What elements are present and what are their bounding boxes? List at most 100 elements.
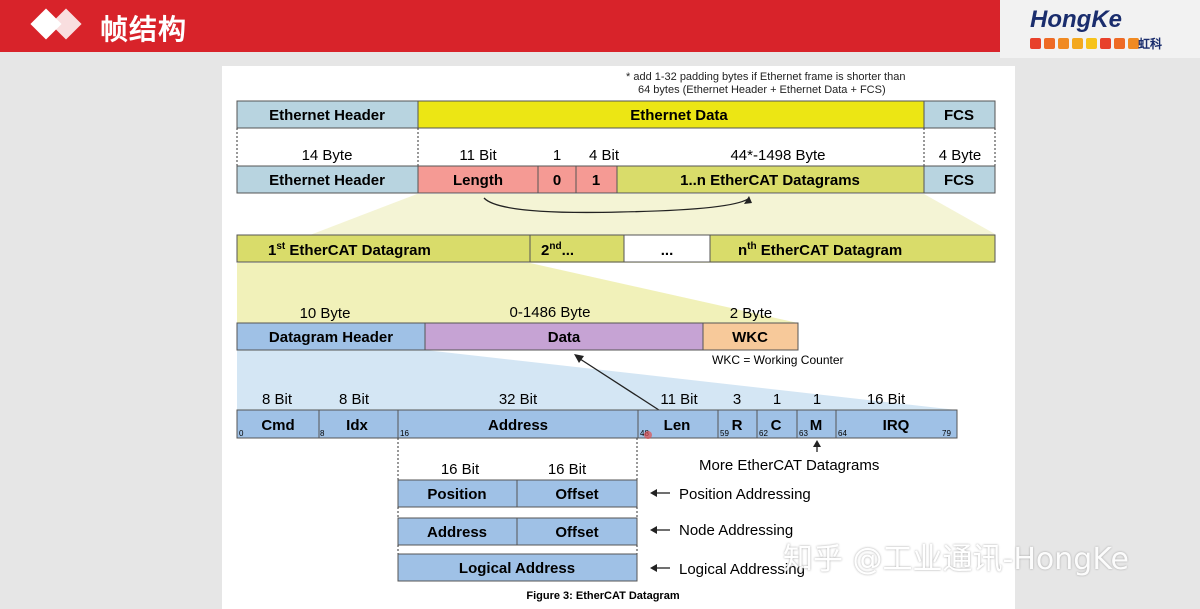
length-arrowhead xyxy=(744,196,752,204)
logical-addressing-label: Logical Addressing xyxy=(679,561,805,578)
position-addressing-arrowhead xyxy=(650,489,657,497)
datagram-header-box xyxy=(236,322,426,351)
position-field xyxy=(397,479,518,508)
figure-caption: Figure 3: EtherCAT Datagram xyxy=(526,590,679,602)
more-datagrams-arrowhead xyxy=(813,440,821,447)
node-address-label: Address xyxy=(427,524,487,541)
zhihu-watermark: 知乎 @工业通讯-HongKe xyxy=(783,542,1129,577)
wkc-label: WKC xyxy=(732,329,768,346)
cmd-field xyxy=(236,409,320,439)
bit-offset: 16 xyxy=(400,429,409,438)
size-label: 1 xyxy=(553,147,561,164)
size-label: 32 Bit xyxy=(499,391,538,408)
size-label: 11 Bit xyxy=(459,147,497,164)
eth-data-box xyxy=(417,100,925,129)
bit-offset: 0 xyxy=(239,429,244,438)
cmd-label: Cmd xyxy=(261,417,294,434)
size-label: 1 xyxy=(813,391,821,408)
size-label: 8 Bit xyxy=(339,391,370,408)
logical-address-label: Logical Address xyxy=(459,560,575,577)
size-label: 4 Byte xyxy=(939,147,982,164)
length-arrow xyxy=(483,197,749,214)
node-address-field xyxy=(397,517,518,546)
size-label: 11 Bit xyxy=(660,391,698,408)
fcs-box xyxy=(923,100,996,129)
size-label: 4 Bit xyxy=(589,147,620,164)
c-label: C xyxy=(771,417,782,434)
length-label: Length xyxy=(453,172,503,189)
eth-header-box-2 xyxy=(236,165,419,194)
node-addressing-arrowhead xyxy=(650,526,657,534)
bit-offset: 62 xyxy=(759,429,768,438)
fcs-box-2 xyxy=(923,165,996,194)
logo-text: HongKe xyxy=(1030,6,1122,33)
fcs-label-2: FCS xyxy=(944,172,974,189)
wkc-note: WKC = Working Counter xyxy=(712,353,844,367)
len-to-data-arrowhead xyxy=(574,354,584,363)
data-box xyxy=(424,322,704,351)
m-field xyxy=(796,409,837,439)
logo-dot xyxy=(1086,38,1097,49)
irq-field xyxy=(835,409,958,439)
first-datagram-label: 1st EtherCAT Datagram xyxy=(268,241,431,259)
position-offset-label: Offset xyxy=(555,486,598,503)
ellipsis-box xyxy=(623,234,711,263)
address-label: Address xyxy=(488,417,548,434)
bit-offset: 63 xyxy=(799,429,808,438)
size-label: 0-1486 Byte xyxy=(510,304,591,321)
logical-address-field xyxy=(397,553,638,582)
node-addressing-label: Node Addressing xyxy=(679,522,793,539)
logo-dot xyxy=(1114,38,1125,49)
reserved-bit-box xyxy=(537,165,577,194)
type-label: 1 xyxy=(592,172,600,189)
size-label: 16 Bit xyxy=(441,461,480,478)
logo-dot xyxy=(1072,38,1083,49)
size-label: 16 Bit xyxy=(867,391,906,408)
nth-datagram-label: nth EtherCAT Datagram xyxy=(738,241,902,259)
idx-label: Idx xyxy=(346,417,368,434)
c-field xyxy=(756,409,798,439)
eth-header-label-2: Ethernet Header xyxy=(269,172,385,189)
size-label: 3 xyxy=(733,391,741,408)
slide-title: 帧结构 xyxy=(100,13,188,46)
node-offset-label: Offset xyxy=(555,524,598,541)
logo-dot xyxy=(1100,38,1111,49)
irq-label: IRQ xyxy=(883,417,910,434)
expand-wedge-2 xyxy=(237,263,798,323)
mouse-cursor-dot xyxy=(644,431,652,439)
ellipsis-label: ... xyxy=(661,242,674,259)
size-label: 2 Byte xyxy=(730,305,773,322)
idx-field xyxy=(318,409,399,439)
data-label: Data xyxy=(548,329,581,346)
m-label: M xyxy=(810,417,823,434)
first-datagram-box xyxy=(236,234,531,263)
wkc-box xyxy=(702,322,799,351)
padding-note-line2: 64 bytes (Ethernet Header + Ethernet Dat… xyxy=(638,84,886,96)
company-logo: HongKe 虹科 xyxy=(1000,0,1200,58)
eth-data-label: Ethernet Data xyxy=(630,107,728,124)
fcs-label: FCS xyxy=(944,107,974,124)
size-label: 8 Bit xyxy=(262,391,293,408)
logo-dot xyxy=(1128,38,1139,49)
logo-dot xyxy=(1044,38,1055,49)
len-label: Len xyxy=(664,417,691,434)
logo-dot xyxy=(1030,38,1041,49)
second-datagram-label: 2nd... xyxy=(541,241,574,259)
eth-header-label: Ethernet Header xyxy=(269,107,385,124)
r-field xyxy=(717,409,758,439)
logo-dots xyxy=(1030,38,1139,49)
size-label: 16 Bit xyxy=(548,461,587,478)
position-addressing-label: Position Addressing xyxy=(679,486,811,503)
reserved-bit-label: 0 xyxy=(553,172,561,189)
bit-offset: 8 xyxy=(320,429,325,438)
bit-offset: 79 xyxy=(942,429,951,438)
second-datagram-box xyxy=(529,234,625,263)
len-to-data-arrow xyxy=(576,356,663,413)
more-datagrams-label: More EtherCAT Datagrams xyxy=(699,457,879,474)
datagrams-box xyxy=(616,165,925,194)
bit-offset: 59 xyxy=(720,429,729,438)
node-offset-field xyxy=(516,517,638,546)
logo-subtitle: 虹科 xyxy=(1138,37,1163,51)
size-label: 1 xyxy=(773,391,781,408)
